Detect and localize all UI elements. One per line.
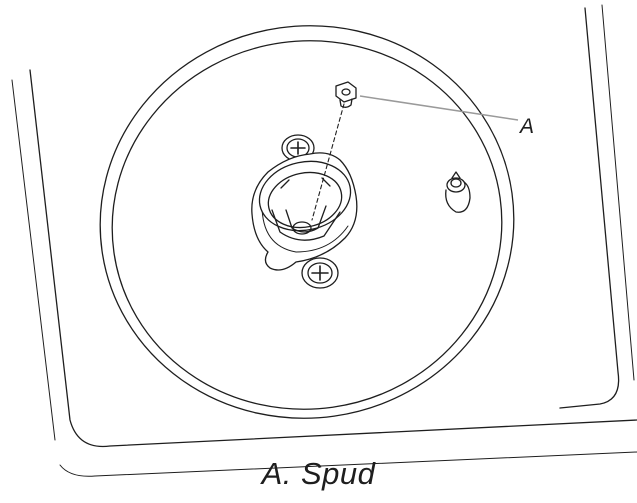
cooktop-panel-bottom-edge	[59, 451, 637, 477]
burner-cup-wall	[271, 209, 341, 241]
spud-installation-path	[311, 103, 345, 221]
callout-leader-line	[359, 95, 519, 121]
burner-cup-rim	[258, 160, 352, 232]
burner-cup-throat	[285, 205, 327, 233]
spud	[335, 81, 357, 108]
callout-label-a: A	[520, 115, 535, 138]
igniter	[445, 171, 471, 213]
burner-bracket-flange-inner	[261, 204, 349, 253]
lower-mounting-screw	[301, 257, 339, 289]
burner-inner-ring	[111, 40, 503, 410]
cooktop-panel-right-edge	[559, 7, 620, 409]
cooktop-panel-outer-edge	[29, 69, 637, 448]
burner-outer-ring	[99, 25, 515, 419]
burner-orifice-seat	[292, 221, 312, 235]
cooktop-panel-right-edge-2	[601, 4, 635, 381]
figure-caption: A. Spud	[261, 456, 376, 491]
cooktop-panel-inner-edge	[11, 79, 56, 441]
